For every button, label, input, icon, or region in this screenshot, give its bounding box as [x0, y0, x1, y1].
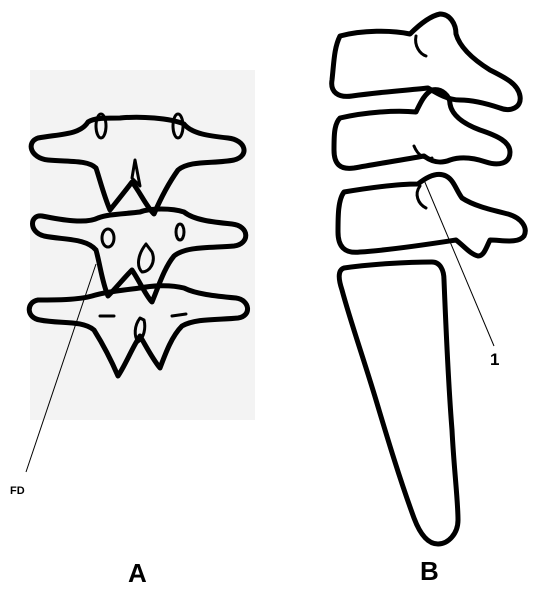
lamina-line-a-bottom-2 — [172, 314, 186, 316]
facet-b-3 — [417, 186, 426, 208]
panel-b-label: B — [420, 556, 439, 587]
fd-callout-label: FD — [10, 485, 25, 497]
facet-b-1 — [416, 36, 426, 56]
sacrum-b — [339, 262, 458, 544]
callout-1-label: 1 — [490, 350, 499, 370]
panel-b-drawing — [332, 14, 526, 544]
vertebra-b-3 — [338, 174, 525, 256]
panel-a-label: A — [128, 558, 147, 589]
